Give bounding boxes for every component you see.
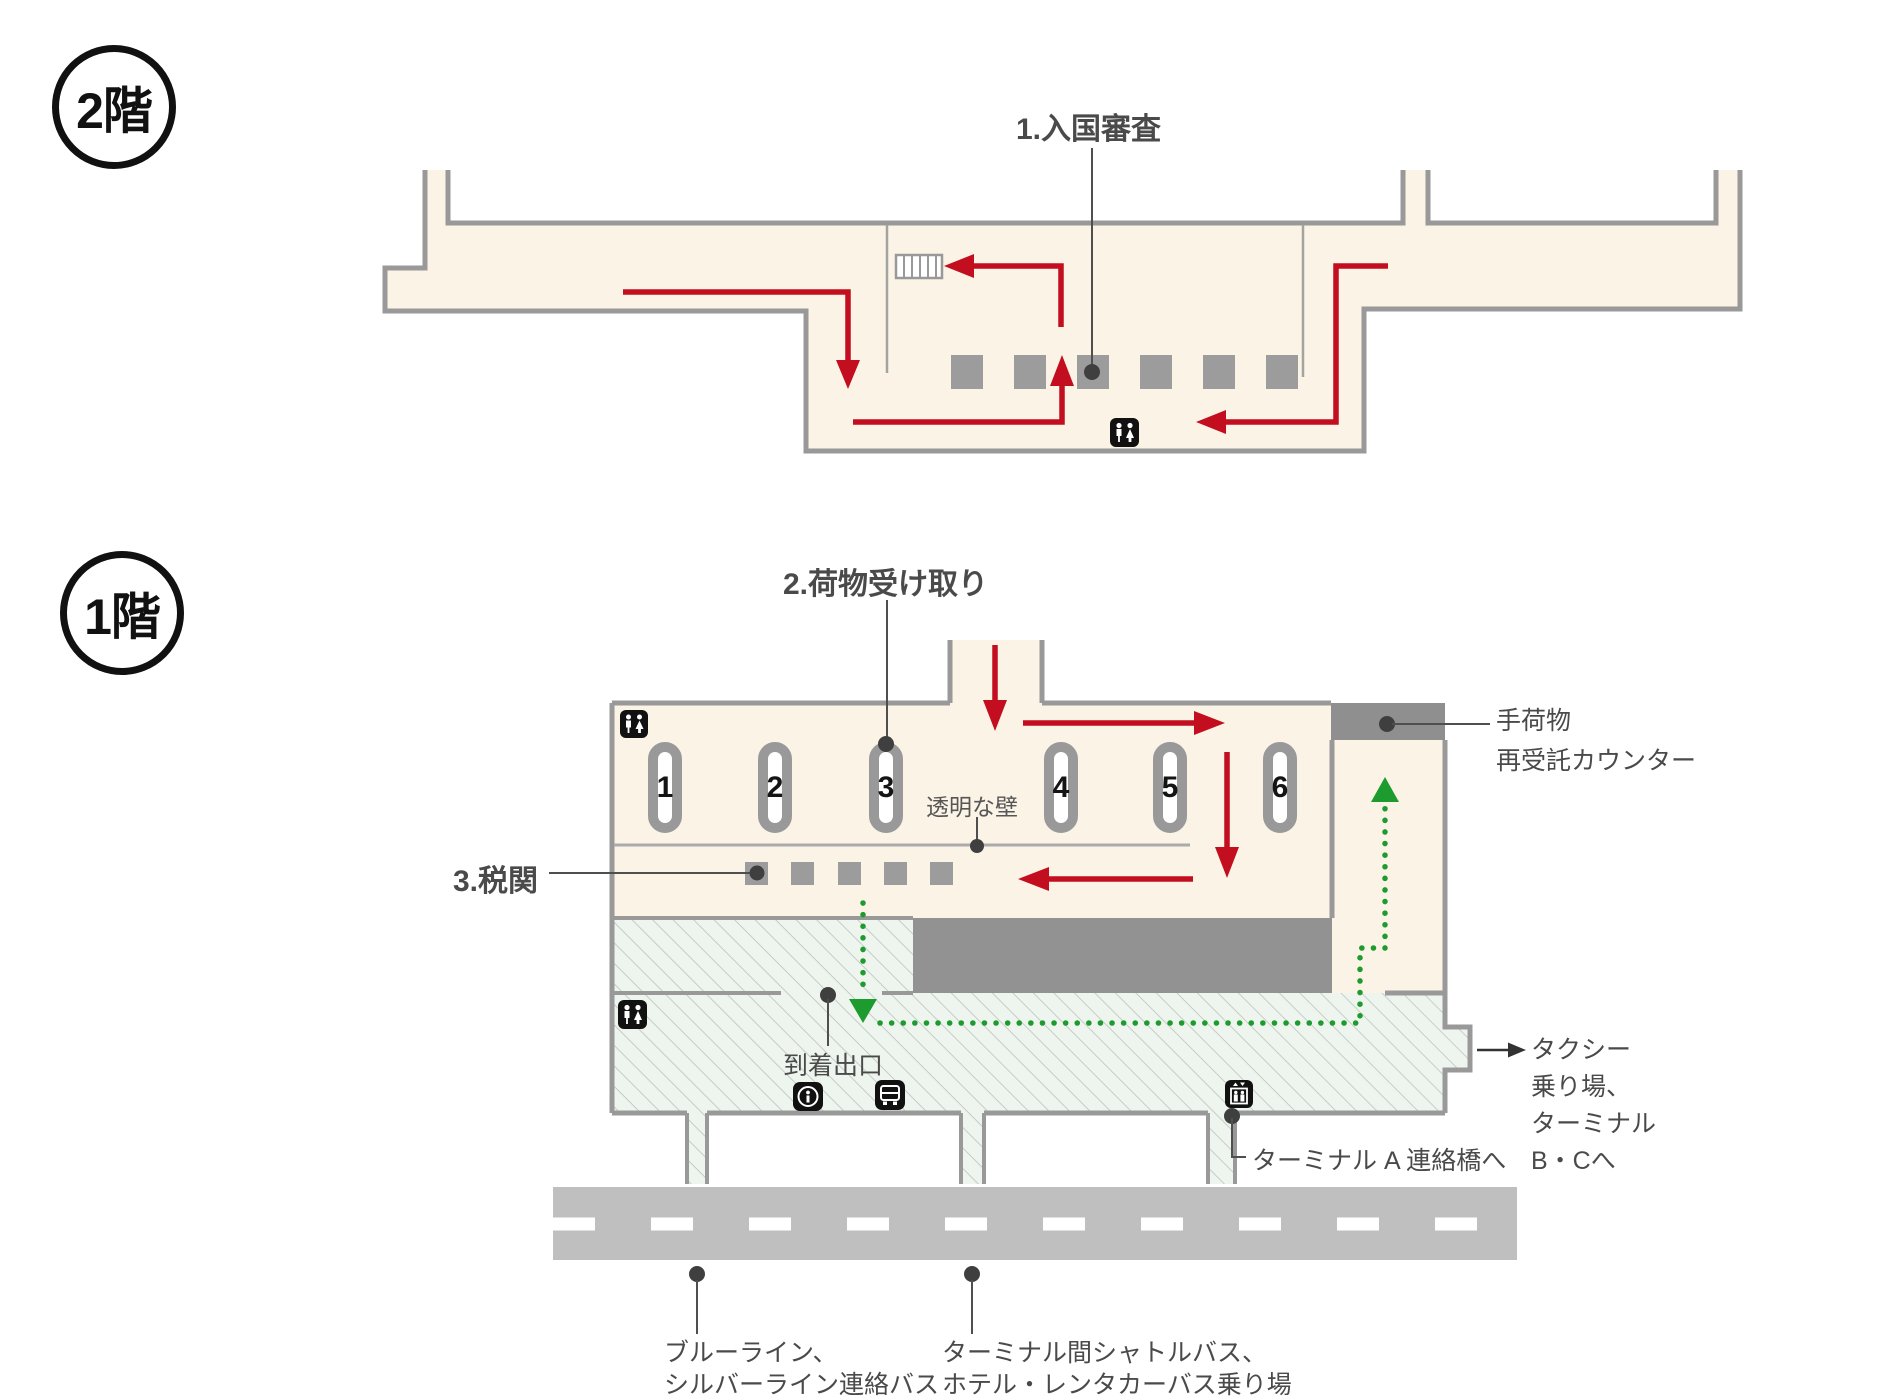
restroom-icon: [620, 710, 648, 738]
immigration-booths: [951, 355, 1298, 389]
carousel-number-3: 3: [877, 771, 895, 804]
taxi-stand-label-line4: B・Cへ: [1531, 1147, 1616, 1175]
carousel-number-1: 1: [656, 771, 674, 804]
road: [553, 1187, 1517, 1260]
floor2-badge: 2階: [52, 45, 176, 169]
floor1-badge: 1階: [60, 551, 184, 675]
recheck-counter-label: 手荷物 再受託カウンター: [1496, 701, 1696, 781]
terminal-a-bridge-label: ターミナル A 連絡橋へ: [1252, 1147, 1507, 1175]
stairs-icon: [894, 253, 944, 280]
floor2-top-wall: [445, 170, 1719, 226]
baggage-claim-label: 2.荷物受け取り: [783, 568, 989, 601]
carousel-number-5: 5: [1161, 771, 1179, 804]
floor1-plan: [549, 600, 1526, 1334]
shuttle-bus-label-line1: ターミナル間シャトルバス、: [942, 1339, 1268, 1367]
floor1-flow-arrowheads: [983, 700, 1239, 891]
carousel-number-4: 4: [1052, 771, 1070, 804]
taxi-pointer-arrow: [1477, 1042, 1526, 1058]
info-icon: [793, 1082, 823, 1111]
blue-silver-line-bus-label-line2: シルバーライン連絡バス: [664, 1371, 940, 1399]
blue-silver-line-bus-label: ブルーライン、 シルバーライン連絡バス: [664, 1337, 939, 1400]
immigration-label-leader: [1084, 148, 1100, 380]
floor1-badge-label: 1階: [84, 589, 161, 645]
terrace-hatch-pattern: [612, 918, 1470, 1184]
recheck-counter-label-line2: 再受託カウンター: [1496, 747, 1697, 775]
restroom-icon: [618, 1000, 647, 1029]
floor1-floor-area: [612, 640, 1445, 993]
taxi-stand-label-line1: タクシー: [1531, 1036, 1632, 1064]
floor2-flow-arrows: [623, 263, 1388, 425]
bus-icon: [875, 1080, 905, 1110]
floor1-flow-arrows: [992, 645, 1230, 882]
shuttle-bus-label: ターミナル間シャトルバス、 ホテル・レンタカーバス乗り場: [942, 1337, 1292, 1400]
taxi-stand-label-line3: ターミナル: [1531, 1110, 1657, 1138]
arrival-exit-label: 到着出口: [783, 1052, 884, 1080]
shuttle-bus-label-line2: ホテル・レンタカーバス乗り場: [942, 1371, 1292, 1399]
blue-silver-line-bus-label-line1: ブルーライン、: [664, 1339, 838, 1367]
baggage-carousels: [648, 742, 1297, 833]
center-service-block: [913, 918, 1332, 993]
floor2-flow-arrowheads: [836, 254, 1226, 434]
exit-route-dotted: [860, 798, 1388, 1026]
carousel-number-2: 2: [766, 771, 784, 804]
road-center-dashes: [553, 1217, 1477, 1231]
transparent-wall-label: 透明な壁: [926, 794, 1018, 820]
floor1-walls: [609, 640, 1473, 1184]
floor2-plan: [382, 148, 1743, 454]
elevator-icon: [1225, 1080, 1253, 1108]
floor2-badge-label: 2階: [76, 83, 153, 139]
customs-label: 3.税関: [453, 865, 539, 898]
taxi-stand-label: タクシー 乗り場、 ターミナル B・Cへ: [1531, 1032, 1656, 1180]
taxi-stand-label-line2: 乗り場、: [1531, 1073, 1632, 1101]
label-leaders: [549, 600, 1490, 1334]
restroom-icon: [1110, 418, 1139, 447]
recheck-counter-label-line1: 手荷物: [1496, 707, 1572, 735]
exit-route-arrowheads: [849, 777, 1399, 1023]
immigration-label: 1.入国審査: [1016, 113, 1162, 146]
floor2-partition-walls: [885, 225, 1305, 377]
carousel-number-6: 6: [1271, 771, 1289, 804]
floor2-outer-wall: [382, 170, 1743, 454]
